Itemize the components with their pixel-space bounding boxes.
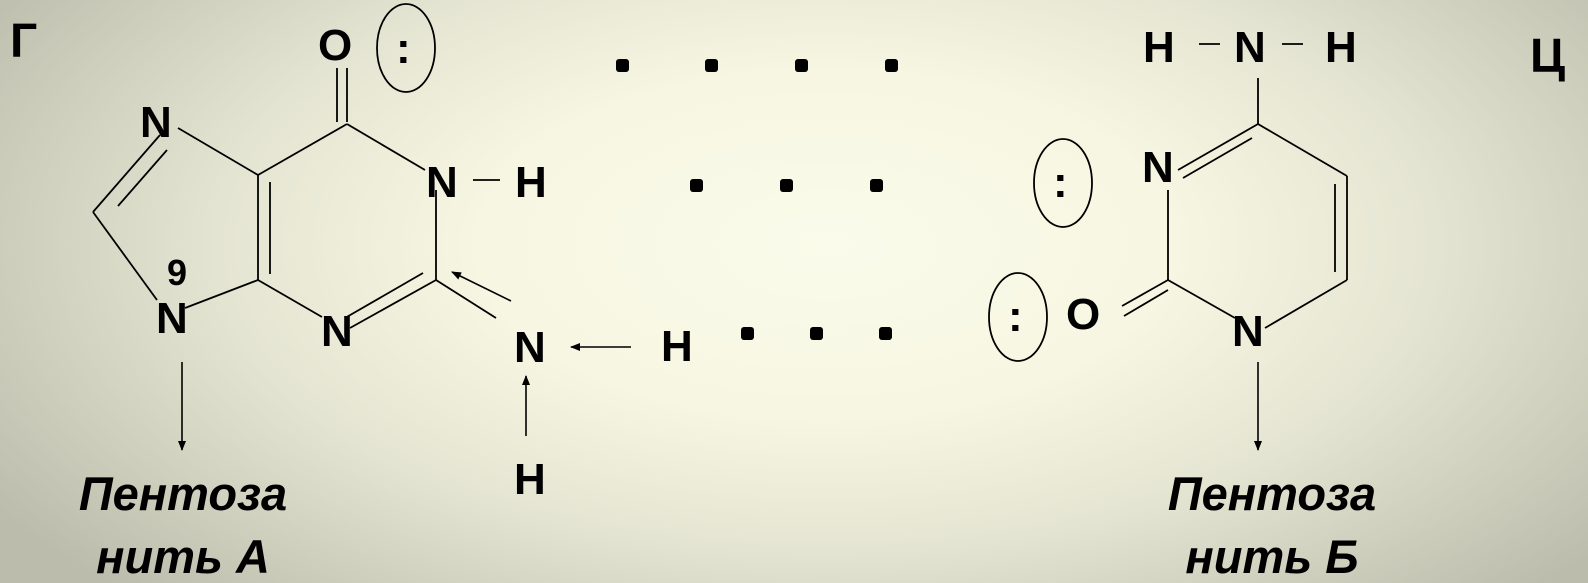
lone-pair-o2: :: [988, 272, 1048, 362]
guanine-amino-hydrogen-1: H: [661, 322, 693, 371]
guanine-nitrogen-n3: N: [321, 307, 353, 356]
guanine-position-number: 9: [167, 252, 187, 293]
pentose-caption-right: Пентоза: [1168, 467, 1376, 520]
guanine-bonds: [92, 68, 500, 329]
electron-shift-arrow-1: [451, 271, 512, 302]
lone-pair-glyph: :: [1008, 292, 1023, 341]
guanine-hydrogen-n1: H: [515, 158, 547, 207]
cytosine-bonds: [1121, 43, 1348, 329]
lone-pair-n3: :: [1033, 138, 1093, 228]
lone-pair-glyph: :: [1053, 158, 1068, 207]
guanine-amino-hydrogen-2: H: [514, 455, 546, 504]
guanine-letter: Г: [10, 15, 37, 68]
cytosine-letter: Ц: [1530, 30, 1565, 83]
strand-caption-right: нить Б: [1185, 530, 1358, 583]
cytosine-amino-hydrogen-left: H: [1143, 23, 1175, 72]
guanine-nitrogen-n1: N: [426, 158, 458, 207]
guanine-molecule: O N 9 N N H N N H H :: [92, 3, 693, 504]
cytosine-oxygen-o2: O: [1066, 290, 1100, 339]
guanine-nitrogen-n9: N: [156, 294, 188, 343]
guanine-oxygen-o6: O: [318, 21, 352, 70]
lone-pair-o6: :: [376, 3, 436, 93]
cytosine-nitrogen-n3: N: [1142, 143, 1174, 192]
cytosine-amino-nitrogen: N: [1234, 23, 1266, 72]
cytosine-amino-hydrogen-right: H: [1325, 23, 1357, 72]
pentose-caption-left: Пентоза: [79, 467, 287, 520]
cytosine-nitrogen-n1: N: [1232, 307, 1264, 356]
hydrogen-bond-2: [690, 179, 883, 192]
hydrogen-bond-3: [741, 327, 892, 340]
hydrogen-bond-1: [616, 59, 898, 72]
guanine-amino-nitrogen: N: [514, 323, 546, 372]
guanine-nitrogen-n7: N: [140, 98, 172, 147]
strand-caption-left: нить А: [96, 530, 270, 583]
cytosine-molecule: H N H N O N : :: [988, 23, 1357, 451]
lone-pair-glyph: :: [396, 24, 411, 73]
